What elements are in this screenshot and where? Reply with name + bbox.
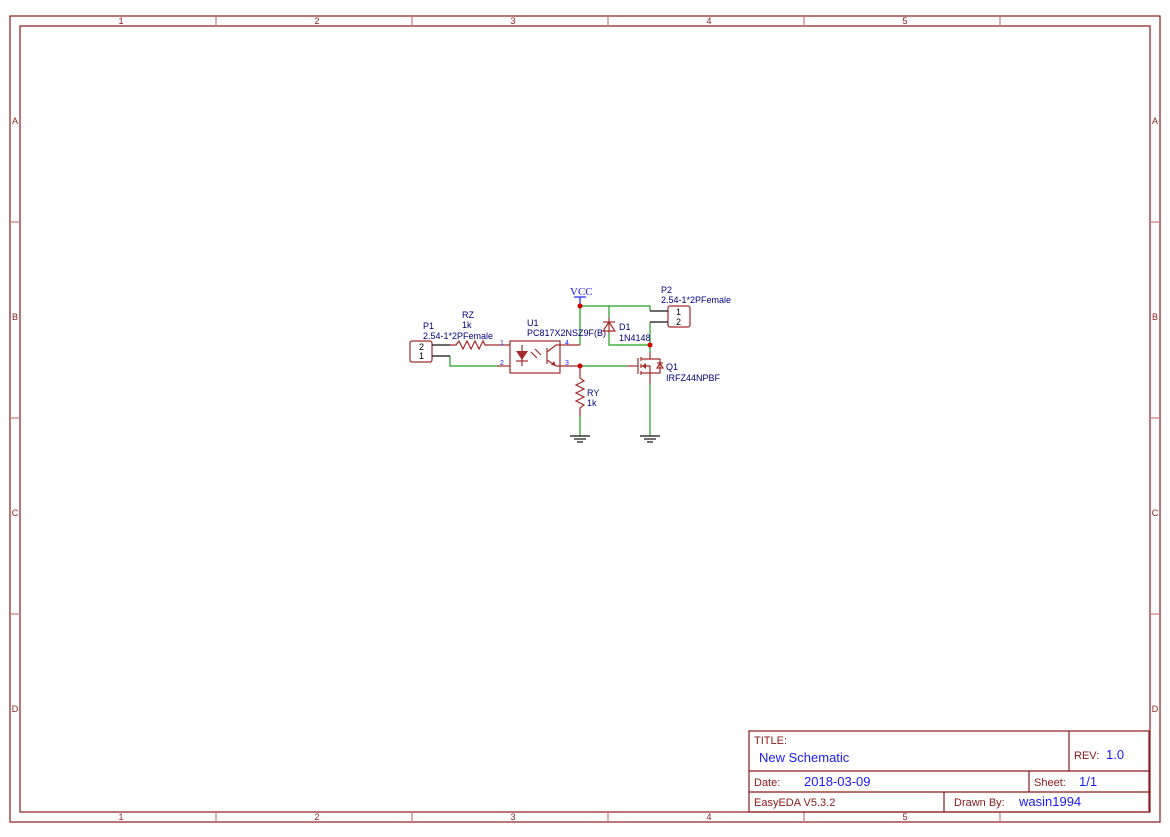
software-version: EasyEDA V5.3.2	[754, 797, 835, 809]
d1-ref: D1	[619, 322, 631, 332]
p2-value: 2.54-1*2PFemale	[661, 295, 731, 305]
connector-p1[interactable]: 2 1 P1 2.54-1*2PFemale	[409, 321, 493, 363]
rz-value: 1k	[462, 320, 472, 330]
drawn-by-value: wasin1994	[1018, 794, 1081, 809]
q1-value: IRFZ44NPBF	[666, 373, 721, 383]
column-label: 5	[902, 812, 907, 822]
optocoupler-u1[interactable]: 1 2 4 3 U1 PC817X2NSZ9F(B)	[497, 318, 606, 374]
pin-number: 2	[419, 342, 424, 352]
title-block: TITLE: New Schematic REV: 1.0 Date: 2018…	[748, 730, 1150, 813]
sheet-value: 1/1	[1079, 774, 1097, 789]
pin-number: 4	[565, 340, 569, 347]
pin-number: 1	[500, 340, 504, 347]
column-label: 4	[706, 812, 711, 822]
row-label: C	[1152, 508, 1159, 518]
pin-number: 2	[500, 360, 504, 367]
rev-value: 1.0	[1106, 747, 1124, 762]
date-value: 2018-03-09	[804, 774, 871, 789]
p1-value: 2.54-1*2PFemale	[423, 331, 493, 341]
sheet-frame: 1 2 3 4 5 1 2 3 4 5 A B C D A B C D	[9, 15, 1161, 823]
q1-ref: Q1	[666, 362, 678, 372]
d1-value: 1N4148	[619, 333, 651, 343]
diode-d1[interactable]: D1 1N4148	[601, 318, 651, 343]
p2-ref: P2	[661, 285, 672, 295]
u1-value: PC817X2NSZ9F(B)	[527, 328, 606, 338]
ground-symbol[interactable]	[570, 435, 590, 443]
wires[interactable]	[449, 305, 651, 436]
column-label: 4	[706, 16, 711, 26]
pin-number: 1	[676, 307, 681, 317]
rev-label: REV:	[1074, 750, 1099, 762]
date-label: Date:	[754, 777, 780, 789]
resistor-ry[interactable]: RY 1k	[574, 366, 599, 416]
connector-p2[interactable]: 1 2 P2 2.54-1*2PFemale	[650, 285, 731, 328]
rz-ref: RZ	[462, 310, 474, 320]
column-label: 2	[314, 16, 319, 26]
column-label: 5	[902, 16, 907, 26]
column-label: 3	[510, 812, 515, 822]
ground-symbol[interactable]	[640, 435, 660, 443]
column-label: 3	[510, 16, 515, 26]
junction-dots	[577, 303, 653, 369]
ry-value: 1k	[587, 398, 597, 408]
drawn-by-label: Drawn By:	[954, 797, 1005, 809]
schematic-title: New Schematic	[759, 750, 850, 765]
row-label: B	[1152, 312, 1158, 322]
sheet-label: Sheet:	[1034, 777, 1066, 789]
vcc-power-flag[interactable]: VCC	[570, 286, 593, 306]
u1-ref: U1	[527, 318, 539, 328]
column-label: 2	[314, 812, 319, 822]
row-label: C	[12, 508, 19, 518]
title-label: TITLE:	[754, 735, 787, 747]
column-label: 1	[118, 812, 123, 822]
mosfet-q1[interactable]: Q1 IRFZ44NPBF	[627, 352, 721, 384]
pin-number: 2	[676, 317, 681, 327]
pin-number: 1	[419, 351, 424, 361]
row-label: A	[12, 116, 18, 126]
resistor-rz[interactable]: RZ 1k	[450, 310, 510, 351]
p1-ref: P1	[423, 321, 434, 331]
row-label: D	[1152, 704, 1159, 714]
ry-ref: RY	[587, 388, 599, 398]
row-label: D	[12, 704, 19, 714]
row-label: A	[1152, 116, 1158, 126]
pin-number: 3	[565, 360, 569, 367]
vcc-label: VCC	[570, 286, 593, 298]
column-label: 1	[118, 16, 123, 26]
row-label: B	[12, 312, 18, 322]
